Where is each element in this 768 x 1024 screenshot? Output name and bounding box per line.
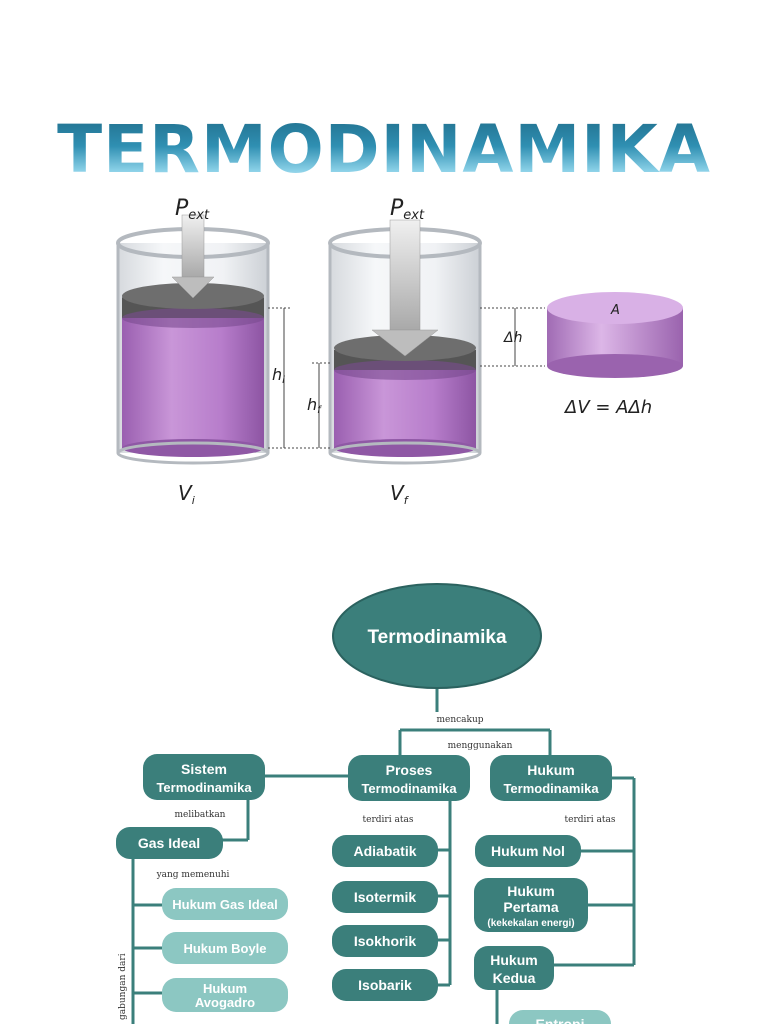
node-hukum-nol: Hukum Nol <box>475 835 581 867</box>
svg-text:Hukum Nol: Hukum Nol <box>491 843 565 859</box>
v-f-label: Vf <box>390 481 410 507</box>
svg-text:Proses: Proses <box>386 762 433 778</box>
svg-text:Kedua: Kedua <box>493 970 536 986</box>
svg-text:Avogadro: Avogadro <box>195 995 255 1010</box>
svg-text:Termodinamika: Termodinamika <box>361 781 457 796</box>
node-proses-termodinamika: Proses Termodinamika <box>348 755 470 801</box>
v-i-label: Vi <box>178 481 195 507</box>
node-isokhorik: Isokhorik <box>332 925 438 957</box>
piston-illustration: Pext Pext hi hf Δh A ΔV = AΔh Vi Vf <box>116 196 683 507</box>
svg-text:Termodinamika: Termodinamika <box>156 780 252 795</box>
svg-text:Termodinamika: Termodinamika <box>367 627 506 648</box>
link-label-yang-memenuhi: yang memenuhi <box>156 870 230 880</box>
svg-text:Entropi: Entropi <box>536 1016 585 1024</box>
link-label-terdiri-atas-proses: terdiri atas <box>363 815 414 825</box>
node-entropi: Entropi <box>509 1010 611 1024</box>
node-gas-ideal: Gas Ideal <box>116 827 223 859</box>
svg-text:Hukum: Hukum <box>507 883 554 899</box>
link-label-gabungan-dari: gabungan dari <box>118 953 128 1020</box>
h-i-label: hi <box>272 365 285 386</box>
svg-text:Hukum Gas Ideal: Hukum Gas Ideal <box>172 897 277 912</box>
svg-text:Hukum: Hukum <box>203 981 247 996</box>
concept-map: Termodinamika mencakup menggunakan melib… <box>116 583 636 1024</box>
node-isobarik: Isobarik <box>332 969 438 1001</box>
svg-text:Isobarik: Isobarik <box>358 977 412 993</box>
svg-text:Termodinamika: Termodinamika <box>503 781 599 796</box>
height-markers <box>268 307 545 449</box>
page-title: TERMODINAMIKA <box>0 110 768 190</box>
cylinder-initial <box>116 214 270 465</box>
link-label-menggunakan: menggunakan <box>448 741 513 751</box>
node-hukum-pertama: Hukum Pertama (kekekalan energi) <box>474 878 588 932</box>
h-f-label: hf <box>307 395 322 416</box>
node-adiabatik: Adiabatik <box>332 835 438 867</box>
svg-text:Hukum Boyle: Hukum Boyle <box>183 941 266 956</box>
cylinder-final <box>328 219 482 465</box>
node-hukum-boyle: Hukum Boyle <box>162 932 288 964</box>
node-hukum-gas-ideal: Hukum Gas Ideal <box>162 888 288 920</box>
svg-text:Sistem: Sistem <box>181 761 227 777</box>
area-label: A <box>610 303 620 318</box>
node-hukum-termodinamika: Hukum Termodinamika <box>490 755 612 801</box>
svg-text:Isokhorik: Isokhorik <box>354 933 416 949</box>
svg-text:Pertama: Pertama <box>503 899 558 915</box>
link-label-mencakup: mencakup <box>436 715 483 725</box>
node-isotermik: Isotermik <box>332 881 438 913</box>
svg-text:Isotermik: Isotermik <box>354 889 416 905</box>
svg-text:Hukum: Hukum <box>490 952 537 968</box>
pext-right-label: Pext <box>390 196 425 223</box>
delta-h-label: Δh <box>503 330 522 346</box>
node-hukum-avogadro: Hukum Avogadro <box>162 978 288 1012</box>
svg-text:Gas Ideal: Gas Ideal <box>138 835 200 851</box>
node-hukum-kedua: Hukum Kedua <box>474 946 554 990</box>
svg-text:(kekekalan energi): (kekekalan energi) <box>487 918 574 929</box>
pext-left-label: Pext <box>175 196 210 223</box>
svg-text:Hukum: Hukum <box>527 762 574 778</box>
link-label-melibatkan: melibatkan <box>175 810 226 820</box>
connectors <box>131 688 636 1024</box>
link-label-terdiri-atas-hukum: terdiri atas <box>565 815 616 825</box>
svg-text:Adiabatik: Adiabatik <box>353 843 416 859</box>
root-node: Termodinamika <box>332 583 542 689</box>
node-sistem-termodinamika: Sistem Termodinamika <box>143 754 265 800</box>
volume-disk <box>547 292 683 378</box>
volume-formula: ΔV = AΔh <box>563 397 652 418</box>
